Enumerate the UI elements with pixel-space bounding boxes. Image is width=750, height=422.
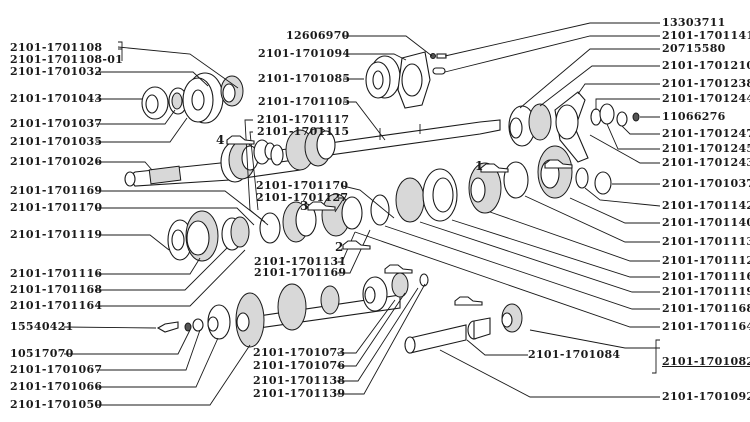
leader-lines [63,22,661,406]
part-label: 2101-1701108 [10,41,103,54]
part-label: 2101-1701170 [10,201,103,214]
part-label: 2101-1701094 [258,47,351,60]
part-label: 2101-1701032 [10,65,103,78]
secondary-shaft-gears [167,145,612,262]
part-label: 2101-1701170 [256,179,349,192]
part-label: 2101-1701092 [662,390,750,403]
part-label: 2101-1701112 [662,254,750,267]
part-label: 2101-1701066 [10,380,103,393]
part-label: 2101-1701210 [662,59,750,72]
part-label: 2101-1701116 [662,270,750,283]
part-label: 2101-1701076 [253,359,346,372]
part-label: 2101-1701169 [10,184,103,197]
part-label: 2101-1701113 [662,235,750,248]
reverse-idler [404,303,523,354]
part-label: 2101-1701142 [662,199,750,212]
part-label: 2101-1701085 [258,72,351,85]
part-label: 2101-1701050 [10,398,103,411]
part-label: 2101-1701026 [10,155,103,168]
part-label: 2101-1701043 [10,92,103,105]
part-label: 2101-1701035 [10,135,103,148]
part-label: 2101-1701073 [253,346,346,359]
part-label: 15540421 [10,320,74,333]
part-label: 10517070 [10,347,74,360]
part-label: 2101-1701245 [662,142,750,155]
part-label: 20715580 [662,42,726,55]
part-label: 2101-1701131 [254,255,347,268]
part-label: 13303711 [662,16,726,29]
gear-marker-3: 3 [300,199,309,213]
input-shaft [124,139,301,187]
part-label: 12606970 [286,29,350,42]
part-label: 2101-1701168 [10,283,103,296]
part-label: 2101-1701238 [662,77,750,90]
part-label: 2101-1701067 [10,363,103,376]
part-label: 2101-1701169 [254,266,347,279]
part-label: 2101-1701244 [662,92,750,105]
gear-marker-1: 1 [475,159,484,173]
gear-marker-4: 4 [216,133,225,147]
part-label: 11066276 [662,110,726,123]
part-label: 2101-1701243 [662,156,750,169]
part-label: 2101-1701119 [662,285,750,298]
rear-housing [508,91,640,163]
input-bearings [141,72,244,124]
part-label: 2101-1701108-01 [10,53,124,66]
part-label: 2101-1701138 [253,374,346,387]
part-label: 2101-1701139 [253,387,346,400]
part-label: 2101-1701140 [662,216,750,229]
part-label: 2101-1701127 [256,191,349,204]
part-label: 2101-1701141 [662,29,750,42]
gear-marker-icons [226,135,573,306]
part-label: 2101-1701164 [662,320,750,333]
part-label: 2101-1701247 [662,127,750,140]
part-label: 2101-1701084 [528,348,621,361]
output-shaft [270,119,501,171]
assembly-label: 2101-1701082 [662,355,750,368]
part-label: 2101-1701115 [257,125,350,138]
gear-marker-2: 2 [335,240,344,254]
part-label: 2101-1701119 [10,228,103,241]
part-label: 2101-1701164 [10,299,103,312]
part-label: 2101-1701168 [662,302,750,315]
part-label: 2101-1701105 [258,95,351,108]
part-label: 2101-1701037 [10,117,103,130]
countershaft [156,272,429,348]
rear-bearing-plate [365,51,447,109]
part-label: 2101-1701117 [257,113,350,126]
part-label: 2101-1701037 [662,177,750,190]
part-label: 2101-1701116 [10,267,103,280]
